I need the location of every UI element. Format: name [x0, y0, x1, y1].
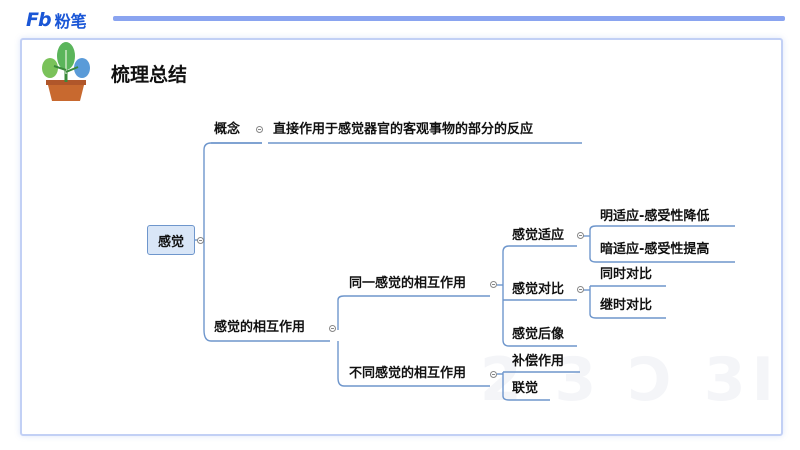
node-adaptation[interactable]: 感觉适应	[512, 228, 565, 243]
collapse-toggle-contrast[interactable]	[577, 286, 584, 293]
node-contrast[interactable]: 感觉对比	[512, 282, 565, 297]
collapse-toggle-same[interactable]	[490, 281, 497, 288]
collapse-toggle-concept[interactable]	[256, 126, 263, 133]
brand-logo: Fb 粉笔	[26, 9, 87, 31]
content-frame	[20, 38, 783, 436]
node-simultaneous-contrast[interactable]: 同时对比	[600, 267, 653, 282]
node-interaction[interactable]: 感觉的相互作用	[214, 320, 306, 335]
node-same-sense[interactable]: 同一感觉的相互作用	[349, 276, 467, 291]
collapse-toggle-root[interactable]	[197, 237, 204, 244]
node-synesthesia[interactable]: 联觉	[512, 381, 539, 396]
mindmap-root-node[interactable]: 感觉	[147, 225, 195, 255]
node-concept-label[interactable]: 概念	[214, 122, 241, 137]
plant-icon	[42, 42, 90, 101]
node-compensation[interactable]: 补偿作用	[512, 354, 565, 369]
node-successive-contrast[interactable]: 继时对比	[600, 298, 653, 313]
node-concept-text[interactable]: 直接作用于感觉器官的客观事物的部分的反应	[273, 122, 534, 137]
collapse-toggle-different[interactable]	[490, 371, 497, 378]
node-different-sense[interactable]: 不同感觉的相互作用	[349, 366, 467, 381]
brand-mark: Fb	[26, 9, 52, 31]
page-title: 梳理总结	[111, 64, 188, 86]
node-light-adaptation[interactable]: 明适应-感受性降低	[600, 209, 710, 224]
header-accent-bar	[113, 16, 785, 21]
node-dark-adaptation[interactable]: 暗适应-感受性提高	[600, 242, 710, 257]
brand-name: 粉笔	[54, 12, 87, 31]
collapse-toggle-adaptation[interactable]	[577, 232, 584, 239]
node-afterimage[interactable]: 感觉后像	[512, 327, 565, 342]
collapse-toggle-interaction[interactable]	[329, 325, 336, 332]
